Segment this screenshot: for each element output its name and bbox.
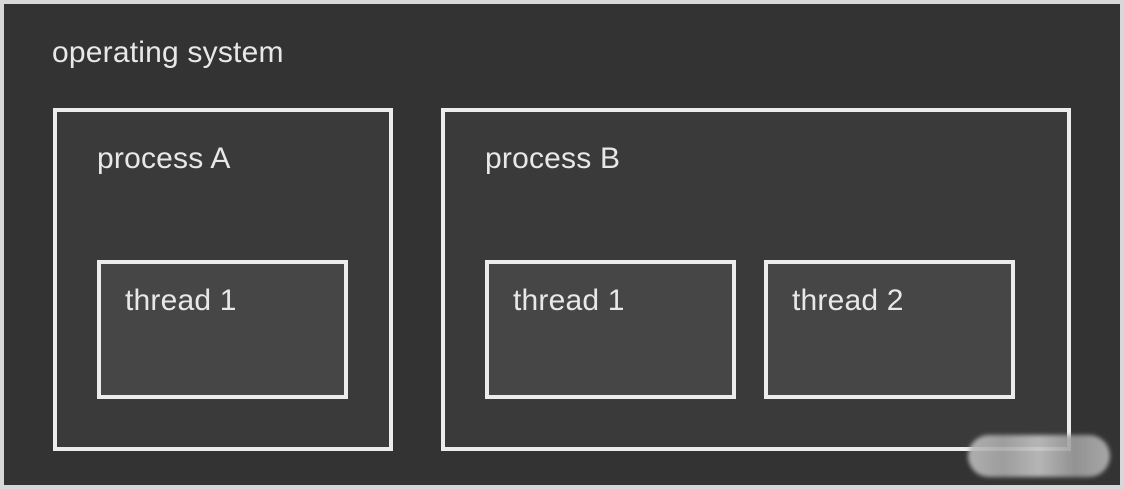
blurred-watermark (968, 435, 1110, 477)
process-b-thread-1-box: thread 1 (485, 260, 736, 399)
process-b-box: process B thread 1 thread 2 (441, 108, 1071, 451)
process-b-thread-2-box: thread 2 (764, 260, 1015, 399)
process-a-thread-1-label: thread 1 (125, 284, 237, 317)
process-a-label: process A (97, 142, 231, 175)
process-a-box: process A thread 1 (53, 108, 393, 451)
process-b-label: process B (485, 142, 621, 175)
process-a-thread-1-box: thread 1 (97, 260, 348, 399)
process-b-thread-1-label: thread 1 (513, 284, 625, 317)
process-b-thread-2-label: thread 2 (792, 284, 904, 317)
operating-system-label: operating system (52, 36, 284, 69)
